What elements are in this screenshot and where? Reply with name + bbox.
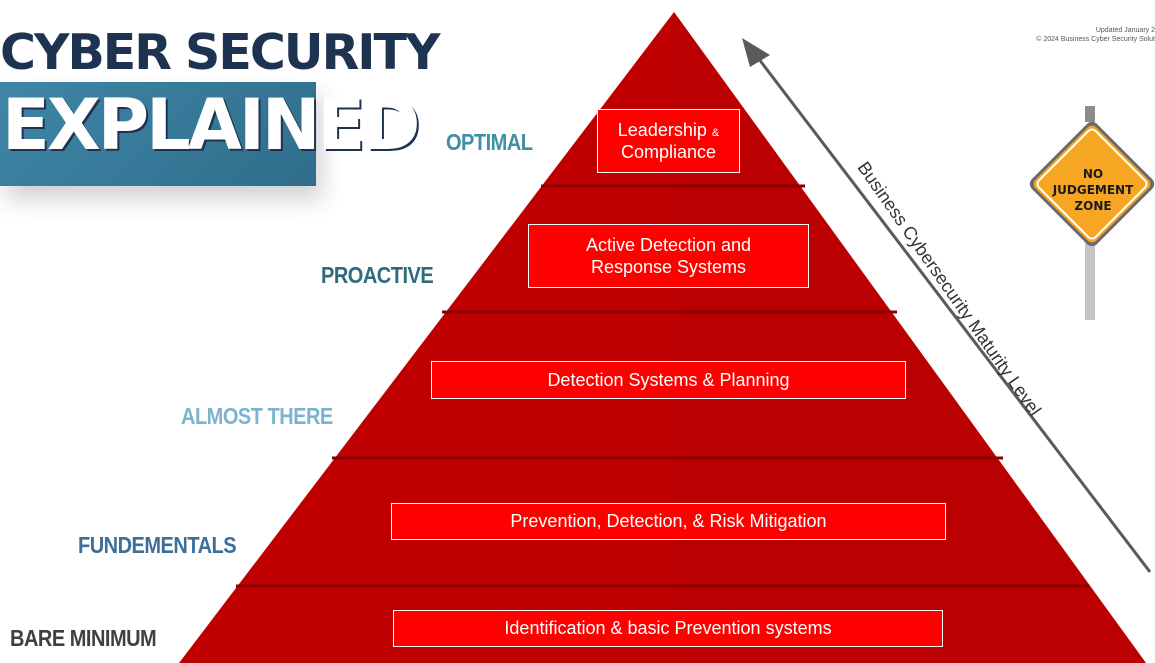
credit: Updated January 2 © 2024 Business Cyber … <box>955 26 1155 44</box>
level-bare-minimum: BARE MINIMUM <box>10 626 157 652</box>
level-almost-there: ALMOST THERE <box>181 404 333 430</box>
sign-line-3: ZONE <box>1074 199 1112 213</box>
sign-text: NO JUDGEMENT ZONE <box>1045 166 1141 214</box>
maturity-arrow-head <box>742 38 770 67</box>
pyramid-shade <box>674 12 1146 663</box>
tier-label-text: Leadership <box>617 119 707 140</box>
tier-label-prevention: Prevention, Detection, & Risk Mitigation <box>391 503 946 540</box>
title-box <box>0 82 316 186</box>
maturity-arrow-line <box>750 49 1152 573</box>
tier-label-ampersand: & <box>711 126 720 139</box>
tier-label-detection-systems: Detection Systems & Planning <box>431 361 906 399</box>
level-fundementals: FUNDEMENTALS <box>78 533 237 559</box>
tier-label-text-2: Compliance <box>620 142 717 162</box>
tier-label-leadership: Leadership & Compliance <box>597 109 740 173</box>
copyright: © 2024 Business Cyber Security Solut <box>1036 36 1155 43</box>
sign-line-2: JUDGEMENT <box>1052 183 1134 197</box>
level-optimal: OPTIMAL <box>446 130 533 156</box>
tier-label-active-detection: Active Detection and Response Systems <box>528 224 809 288</box>
tier-label-text-2: Response Systems <box>590 257 747 277</box>
level-proactive: PROACTIVE <box>321 263 434 289</box>
tier-label-text: Active Detection and <box>585 234 752 255</box>
tier-label-identification: Identification & basic Prevention system… <box>393 610 943 647</box>
pyramid-body <box>179 12 1146 663</box>
updated-date: Updated January 2 <box>1095 27 1155 34</box>
sign-line-1: NO <box>1082 167 1104 181</box>
no-judgement-sign-icon <box>1029 106 1155 320</box>
